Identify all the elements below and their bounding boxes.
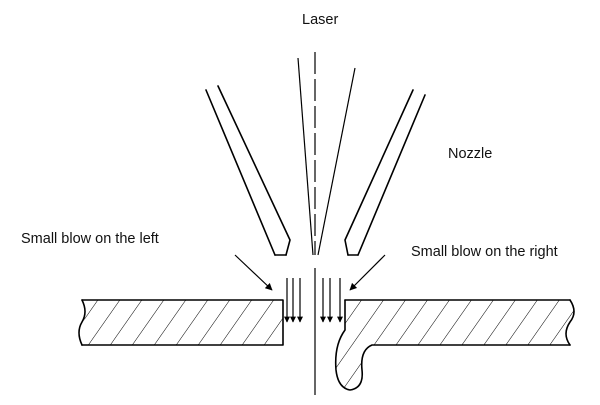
small-blow-left-arrow <box>234 254 273 291</box>
small-blow-left-label: Small blow on the left <box>21 231 159 247</box>
small-blow-right-arrow <box>349 254 386 291</box>
workpiece-right <box>334 299 575 391</box>
nozzle-label: Nozzle <box>448 146 493 162</box>
nozzle-right-wall <box>344 89 426 256</box>
workpiece-left <box>78 299 284 346</box>
gas-flow-arrows <box>284 278 343 323</box>
laser-label: Laser <box>302 12 339 28</box>
nozzle-left-wall <box>205 85 291 256</box>
small-blow-right-label: Small blow on the right <box>411 244 558 260</box>
laser-beam <box>297 52 356 395</box>
